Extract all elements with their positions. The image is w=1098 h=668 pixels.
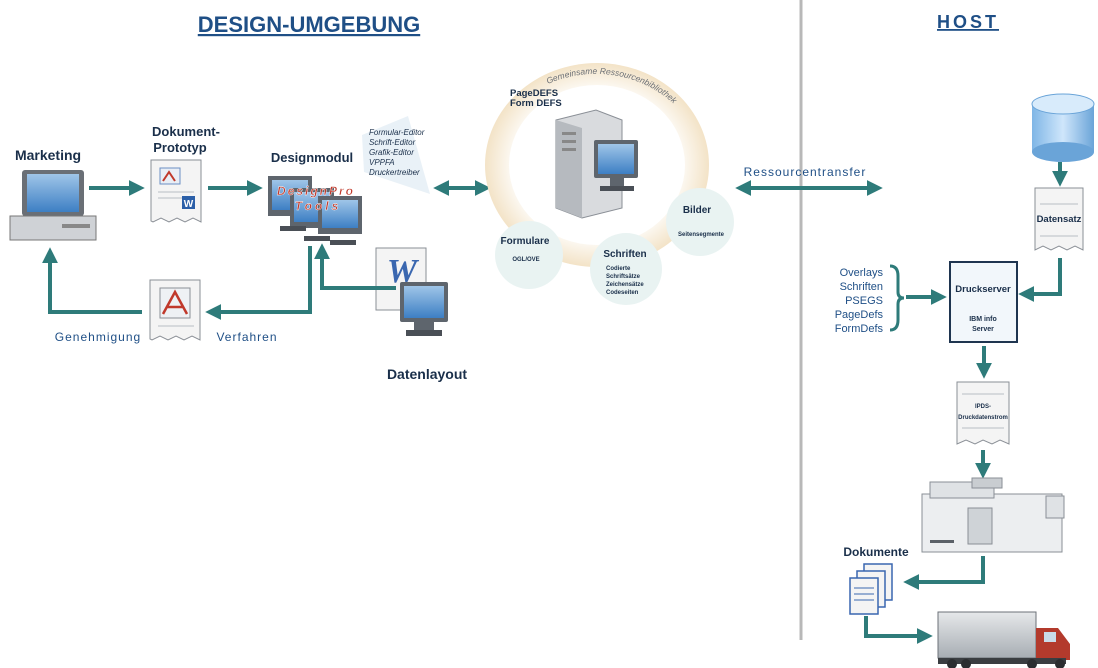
pagedefs-label: PageDEFS <box>510 88 558 99</box>
ipds-label-line2: Druckdatenstrom <box>958 415 1008 421</box>
designpro-text-line2: Tools <box>295 199 342 213</box>
documents-stack-icon <box>849 563 893 615</box>
editor-item: Schrift-Editor <box>369 138 416 147</box>
editor-item: Formular-Editor <box>369 128 425 137</box>
schriften-item: Codeseiten <box>606 290 639 296</box>
schriften-item: Codierte <box>606 266 631 272</box>
editor-item: VPPFA <box>369 158 395 167</box>
druckserver-sub-line1: IBM info <box>969 316 997 323</box>
arrow-printer-to-dokumente <box>903 556 985 590</box>
designpro-text-line1: DesignPro <box>277 184 355 198</box>
designpro-workstations-icon <box>268 176 362 245</box>
prototype-label-line2: Prototyp <box>153 140 207 155</box>
approval-document-icon <box>149 279 201 341</box>
formulare-label: Formulare <box>501 236 550 247</box>
datenlayout-label: Datenlayout <box>387 366 467 382</box>
dokumente-label: Dokumente <box>843 545 909 559</box>
formulare-circle <box>495 221 563 289</box>
arrow-approval-to-marketing <box>42 247 142 314</box>
arrow-datensatz-to-druckserver <box>1018 258 1062 302</box>
druckserver-input: PageDefs <box>835 309 884 321</box>
datenlayout-icon: W <box>375 247 448 336</box>
host-heading: HOST <box>937 12 999 32</box>
bilder-circle <box>666 188 734 256</box>
ipds-document-icon <box>956 381 1010 445</box>
prototype-label-line1: Dokument- <box>152 124 220 139</box>
druckserver-input: Schriften <box>840 281 883 293</box>
editor-item: Druckertreiber <box>369 168 420 177</box>
formdefs-label: Form DEFS <box>510 98 562 109</box>
schriften-circle <box>590 233 662 305</box>
svg-text:W: W <box>184 199 194 210</box>
schriften-label: Schriften <box>603 249 646 260</box>
delivery-truck-icon <box>937 611 1070 668</box>
bilder-label: Bilder <box>683 205 711 216</box>
printer-icon <box>921 477 1065 553</box>
formulare-sub: OGL/OVE <box>512 257 539 263</box>
bilder-sub: Seitensegmente <box>678 232 725 238</box>
editor-item: Grafik-Editor <box>369 148 414 157</box>
druckserver-box <box>949 261 1018 343</box>
datensatz-label: Datensatz <box>1037 214 1082 225</box>
druckserver-label: Druckserver <box>955 284 1011 295</box>
editor-list: Formular-Editor Schrift-Editor Grafik-Ed… <box>369 128 425 177</box>
arrow-designmodul-to-approval <box>205 246 312 320</box>
druckserver-input: PSEGS <box>845 295 883 307</box>
database-cylinder-icon <box>1031 93 1095 162</box>
ressourcentransfer-label: Ressourcentransfer <box>744 165 867 179</box>
schriften-item: Zeichensätze <box>606 282 644 288</box>
designmodul-label: Designmodul <box>271 150 353 165</box>
verfahren-label: Verfahren <box>216 330 277 344</box>
druckserver-input: Overlays <box>840 267 884 279</box>
genehmigung-label: Genehmigung <box>55 330 141 344</box>
server-tower-icon <box>555 109 638 219</box>
input-brace <box>889 264 905 332</box>
marketing-label: Marketing <box>15 147 81 163</box>
druckserver-sub-line2: Server <box>972 326 994 333</box>
marketing-computer-icon <box>9 170 97 241</box>
ipds-label-line1: IPDS- <box>975 404 991 410</box>
arrow-dokumente-to-truck <box>864 616 933 644</box>
arrow-datenlayout-to-designmodul <box>314 243 396 290</box>
prototype-document-icon: W <box>150 159 202 223</box>
schriften-item: Schriftsätze <box>606 274 641 280</box>
druckserver-input: FormDefs <box>835 323 884 335</box>
datensatz-document-icon <box>1034 187 1084 251</box>
design-environment-heading: DESIGN-UMGEBUNG <box>198 12 420 37</box>
editor-callout-shape <box>362 116 430 194</box>
